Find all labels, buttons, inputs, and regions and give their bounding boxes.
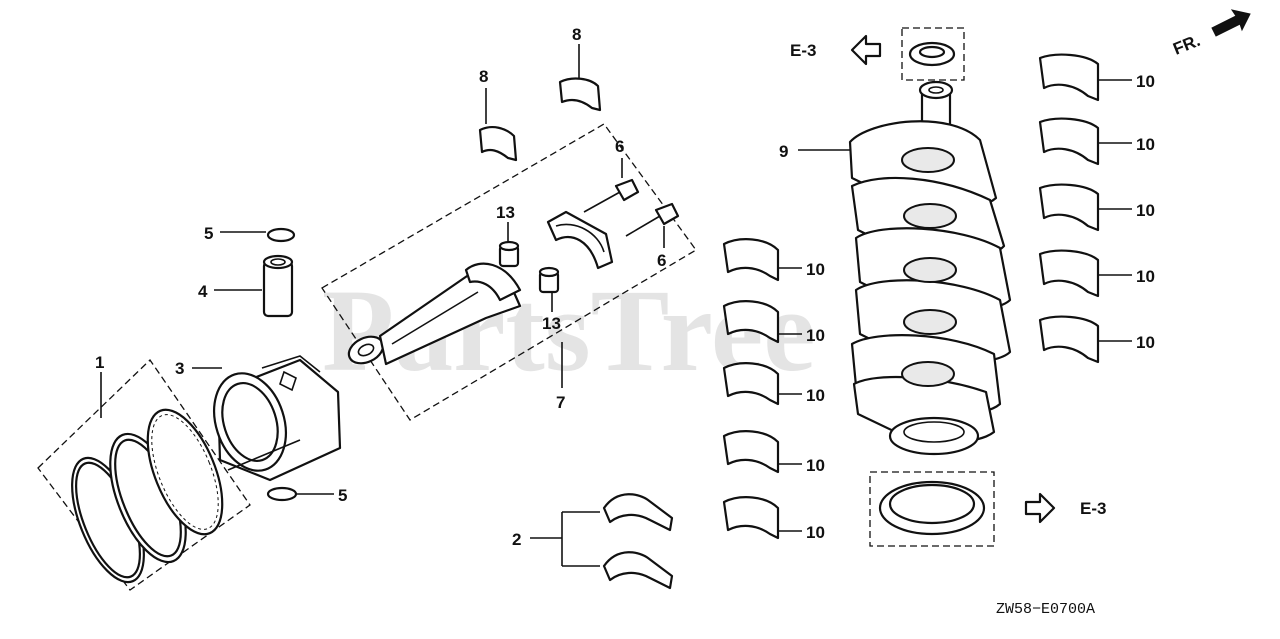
callout-4: 4	[198, 282, 208, 301]
callout-10-left-1: 10	[806, 260, 825, 279]
piston[interactable]	[202, 355, 342, 482]
callout-10-right-4: 10	[1136, 267, 1155, 286]
thrust-washer-upper[interactable]	[602, 493, 674, 532]
callout-10-right-1: 10	[1136, 72, 1155, 91]
callout-10-right-2: 10	[1136, 135, 1155, 154]
callout-10-right-5: 10	[1136, 333, 1155, 352]
thrust-washer-lower[interactable]	[602, 551, 674, 590]
main-bearing-right-3[interactable]	[1038, 183, 1100, 232]
oil-seal-upper[interactable]	[901, 27, 965, 81]
callout-13-upper: 13	[496, 203, 515, 222]
piston-pin-clip-lower[interactable]	[266, 486, 298, 502]
front-marker-label: FR.	[1170, 31, 1203, 59]
callout-10-left-2: 10	[806, 326, 825, 345]
front-direction-marker: FR.	[1170, 9, 1251, 59]
diagram-code: ZW58−E0700A	[996, 601, 1095, 618]
main-bearing-left-1[interactable]	[722, 238, 780, 282]
connecting-rod[interactable]	[345, 262, 522, 369]
callout-10-left-5: 10	[806, 523, 825, 542]
main-bearing-left-2[interactable]	[722, 300, 780, 344]
oil-seal-lower[interactable]	[869, 471, 995, 547]
main-bearing-right-1[interactable]	[1038, 53, 1100, 102]
callout-5-lower: 5	[338, 486, 347, 505]
reference-arrow-bottom[interactable]	[1024, 492, 1056, 524]
rod-bearing-left[interactable]	[478, 126, 518, 162]
dowel-pin-lower[interactable]	[538, 266, 560, 294]
callout-2: 2	[512, 530, 521, 549]
callout-13-lower: 13	[542, 314, 561, 333]
front-arrow-icon	[1211, 9, 1251, 37]
rod-bolt-upper[interactable]	[583, 178, 640, 213]
callout-10-right-3: 10	[1136, 201, 1155, 220]
reference-arrow-top[interactable]	[850, 34, 882, 66]
crankshaft[interactable]	[848, 80, 1012, 456]
rod-bolt-lower[interactable]	[625, 202, 680, 237]
piston-ring-set[interactable]	[37, 359, 251, 592]
callout-9: 9	[779, 142, 788, 161]
callout-10-left-3: 10	[806, 386, 825, 405]
callout-10-left-4: 10	[806, 456, 825, 475]
callout-7: 7	[556, 393, 565, 412]
callout-8-left: 8	[479, 67, 488, 86]
callout-8-right: 8	[572, 25, 581, 44]
piston-pin-clip-upper[interactable]	[266, 227, 296, 243]
main-bearing-left-3[interactable]	[722, 362, 780, 406]
dowel-pin-upper[interactable]	[498, 240, 520, 268]
callout-3: 3	[175, 359, 184, 378]
main-bearing-left-5[interactable]	[722, 496, 780, 540]
reference-e3-top[interactable]: E-3	[790, 41, 816, 60]
main-bearing-right-5[interactable]	[1038, 315, 1100, 364]
connecting-rod-cap[interactable]	[546, 210, 614, 270]
callout-6-lower: 6	[657, 251, 666, 270]
callout-5-upper: 5	[204, 224, 213, 243]
callout-6-upper: 6	[615, 137, 624, 156]
main-bearing-right-2[interactable]	[1038, 117, 1100, 166]
callout-1: 1	[95, 353, 104, 372]
piston-pin[interactable]	[262, 254, 294, 318]
rod-bearing-right[interactable]	[558, 77, 602, 112]
main-bearing-left-4[interactable]	[722, 430, 780, 474]
main-bearing-right-4[interactable]	[1038, 249, 1100, 298]
reference-e3-bottom[interactable]: E-3	[1080, 499, 1106, 518]
